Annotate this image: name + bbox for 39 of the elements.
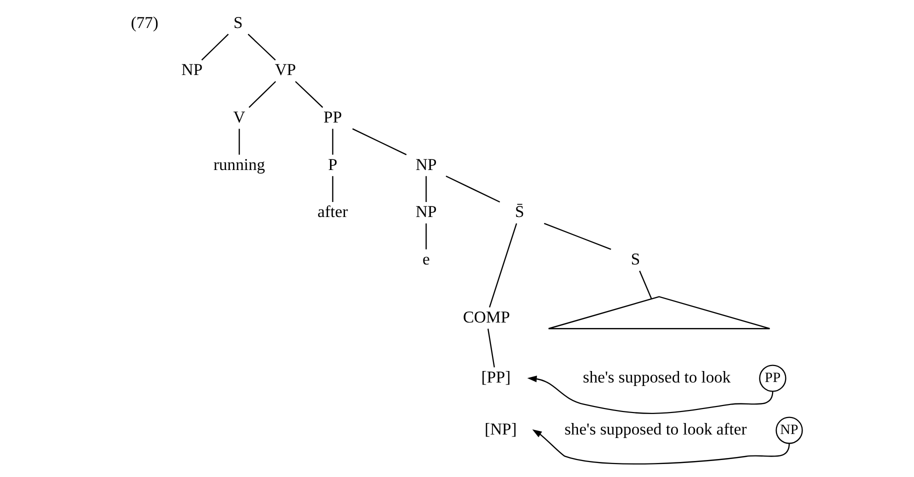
node-text: S [630,249,640,268]
node-text: S̄ [514,202,524,222]
node-triangle [547,296,770,330]
node-text: V [232,107,245,126]
node-text: after [317,202,348,222]
connector [352,128,406,156]
node-text: NP [415,154,436,174]
node-circle: NP [775,416,802,444]
node-text: NP [180,60,202,80]
connector [445,176,500,203]
node-text: she's supposed to look after [564,420,746,439]
connector [238,128,240,155]
node-text: she's supposed to look [582,368,730,387]
arrow [526,376,773,414]
connector [425,176,426,202]
node-text: P [328,154,337,174]
node-text: NP [415,202,436,222]
node-text: e [422,249,430,268]
connector [543,222,611,250]
connector [247,34,276,61]
node-text: [NP] [484,420,516,439]
node-text: PP [323,107,342,126]
connector [488,223,517,308]
connector [425,223,426,250]
arrow [532,429,790,465]
node-text: running [213,154,265,174]
node-circle: PP [758,364,786,392]
node-text: VP [274,60,296,80]
connector [248,81,276,108]
connector [638,270,652,299]
connector [332,176,333,202]
node-text: S [233,12,242,32]
label: (77) [130,12,158,32]
node-text: COMP [462,307,510,326]
connector [332,128,333,155]
connector [486,328,494,368]
node-text: [PP] [480,368,510,387]
connector [294,81,323,108]
connector [200,34,228,60]
